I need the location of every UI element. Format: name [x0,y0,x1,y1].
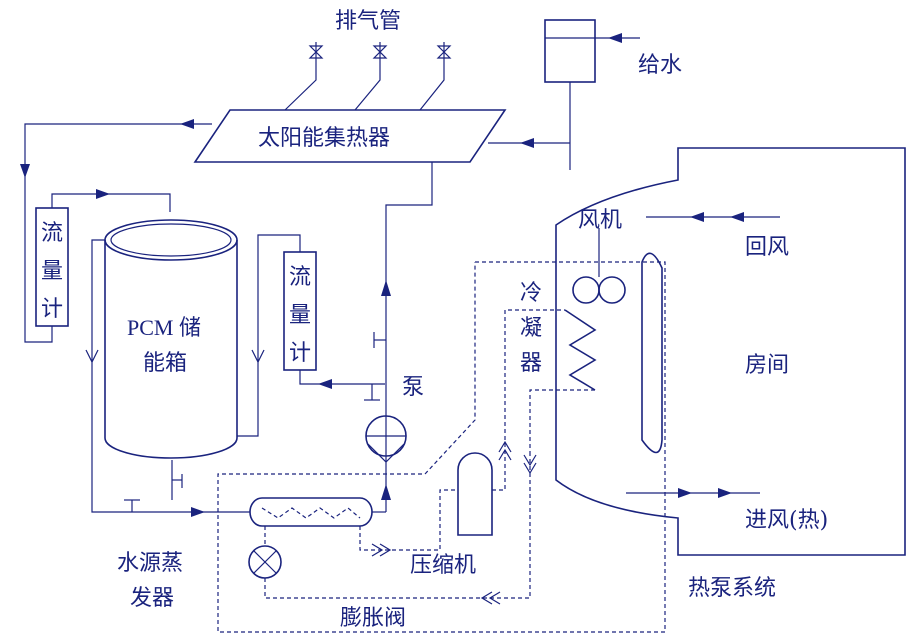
heat-pump-system-label: 热泵系统 [688,576,776,601]
room-label: 房间 [745,353,789,378]
left-flowmeter-char-2: 量 [41,259,63,284]
expansion-valve-label: 膨胀阀 [340,606,406,631]
supply-air-label: 进风(热) [745,508,828,533]
left-flowmeter-char-3: 计 [41,297,63,322]
heat-pump-boundary [217,261,666,633]
right-flowmeter-char-1: 流 [289,265,311,290]
evaporator-label-line1: 水源蒸 [117,551,183,576]
solar-collector [193,109,507,163]
room-boundary [555,147,906,556]
water-tank [544,19,596,83]
right-flowmeter-char-3: 计 [289,341,311,366]
pump-label: 泵 [402,375,424,400]
exhaust-valves [284,42,452,111]
left-flowmeter-char-1: 流 [41,221,63,246]
room-heater [641,252,663,454]
pcm-label-line1: PCM 储 [127,315,201,340]
pump [365,415,407,463]
condenser-coil [564,309,597,391]
right-flowmeter-char-2: 量 [289,303,311,328]
expansion-valve [248,545,282,579]
water-source-evaporator [215,497,386,527]
compressor-label: 压缩机 [410,553,476,578]
condenser-char-3: 器 [520,351,542,376]
solar-collector-label: 太阳能集热器 [258,126,390,151]
condenser-char-2: 凝 [520,316,542,341]
water-supply-label: 给水 [638,53,682,78]
fan-label: 风机 [578,208,622,233]
pcm-label-line2: 能箱 [143,350,187,375]
compressor [457,452,493,536]
exhaust-pipe-label: 排气管 [335,9,401,34]
fan [572,228,626,304]
condenser-char-1: 冷 [520,281,542,306]
return-air-label: 回风 [745,235,789,260]
evaporator-label-line2: 发器 [130,586,174,611]
